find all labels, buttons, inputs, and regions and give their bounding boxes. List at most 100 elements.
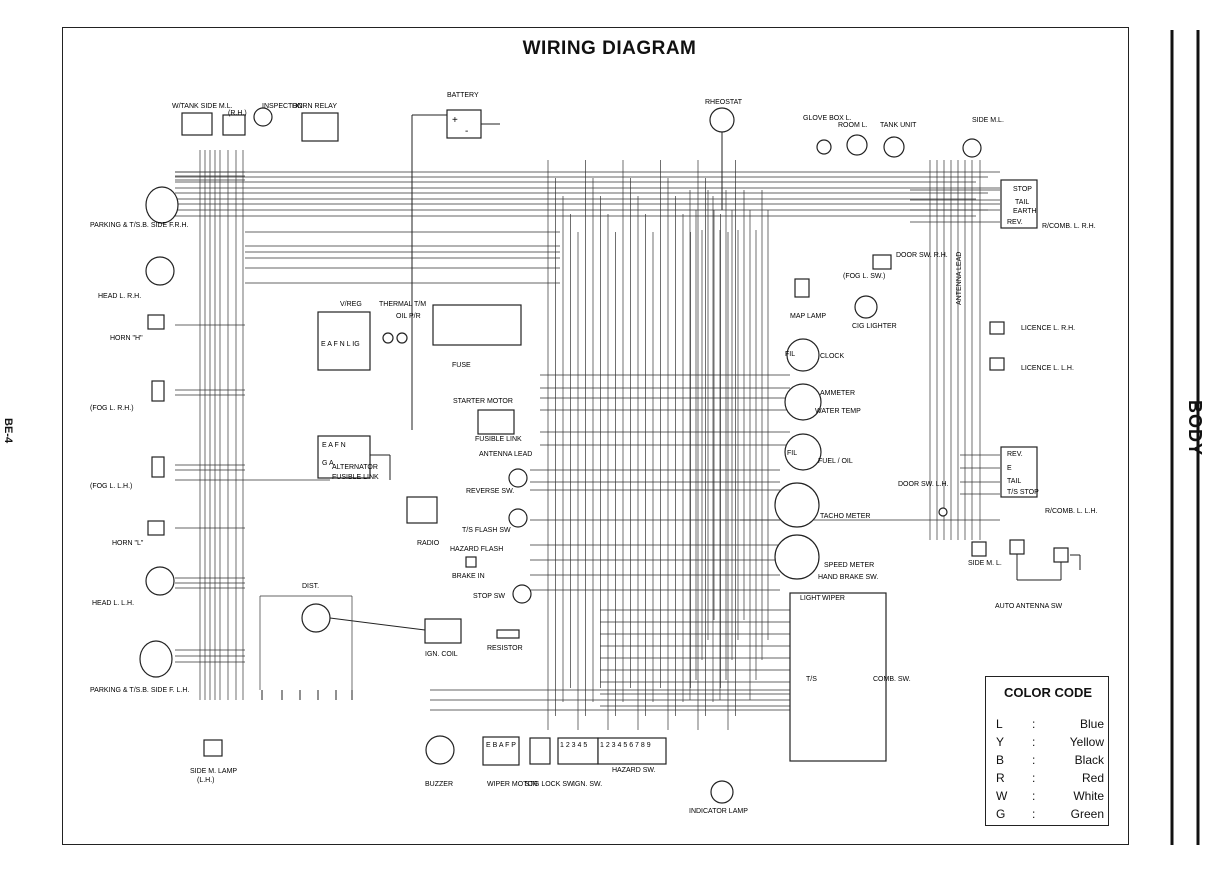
fuse-box-symbol bbox=[432, 304, 522, 346]
label-oil-pr: OIL P/R bbox=[396, 313, 421, 320]
label-hazard-flash: HAZARD FLASH bbox=[450, 546, 503, 553]
fuel-oil-symbol bbox=[784, 433, 822, 471]
ign-coil-symbol bbox=[424, 618, 462, 644]
color-code-name: Blue bbox=[1079, 717, 1104, 731]
tacho-meter-symbol bbox=[774, 482, 820, 528]
wire-harness bbox=[175, 114, 1081, 760]
color-code-letter: B bbox=[996, 753, 1005, 767]
stop-sw-symbol bbox=[512, 584, 532, 604]
label-alt-fusible-link: FUSIBLE LINK bbox=[332, 474, 379, 481]
label-thermal-tm: THERMAL T/M bbox=[379, 301, 426, 308]
label-wiper: WIPER bbox=[822, 595, 845, 602]
distributor-symbol bbox=[301, 603, 331, 633]
side-ml-lh-rear-symbol bbox=[971, 541, 987, 557]
ign-sw-symbol bbox=[557, 737, 599, 765]
ts-flash-sw-symbol bbox=[508, 508, 528, 528]
label-room-l: ROOM L. bbox=[838, 122, 868, 129]
label-r-comb-rh: R/COMB. L. R.H. bbox=[1042, 223, 1096, 230]
label-rev: REV. bbox=[1007, 219, 1023, 226]
label-buzzer: BUZZER bbox=[425, 781, 453, 788]
color-code-row: L: Blue bbox=[996, 717, 1104, 731]
label-rheostat: RHEOSTAT bbox=[705, 99, 743, 106]
label-door-sw-lh: DOOR SW. L.H. bbox=[898, 481, 949, 488]
label-hand-brake-sw: HAND BRAKE SW. bbox=[818, 574, 878, 581]
diagram-title: WIRING DIAGRAM bbox=[522, 38, 697, 59]
glove-box-lamp-symbol bbox=[816, 139, 832, 155]
label-r-comb-lh: R/COMB. L. L.H. bbox=[1045, 508, 1098, 515]
label-hazard-sw: HAZARD SW. bbox=[612, 767, 656, 774]
label-eafnlig: E A F N L IG bbox=[321, 341, 360, 348]
parking-lamp-rh-symbol bbox=[145, 186, 179, 224]
label-antenna-lead-vertical: ANTENNA LEAD bbox=[956, 252, 963, 305]
label-stg-lock-sw: STG LOCK SW. bbox=[525, 781, 575, 788]
ammeter-water-temp-symbol bbox=[784, 383, 822, 421]
label-fog-rh: (FOG L. R.H.) bbox=[90, 405, 134, 412]
label-indicator-lamp: INDICATOR LAMP bbox=[689, 808, 748, 815]
label-battery: BATTERY bbox=[447, 92, 479, 99]
w-tank-symbol bbox=[181, 112, 213, 136]
map-lamp-symbol bbox=[794, 278, 810, 298]
buzzer-symbol bbox=[425, 735, 455, 765]
label-tail: TAIL bbox=[1015, 199, 1029, 206]
side-ml-rh-symbol bbox=[962, 138, 982, 158]
label-fil: FIL bbox=[787, 450, 797, 457]
label-ts-flash-sw: T/S FLASH SW bbox=[462, 527, 511, 534]
label-alternator: ALTERNATOR bbox=[332, 464, 378, 471]
label-v-reg: V/REG bbox=[340, 301, 362, 308]
color-code-row: B: Black bbox=[996, 753, 1104, 767]
hazard-flash-symbol bbox=[465, 556, 477, 568]
wiper-motor-symbol bbox=[482, 736, 520, 766]
wire bbox=[329, 617, 426, 631]
color-code-name: Red bbox=[1081, 771, 1104, 785]
label-speed-meter: SPEED METER bbox=[824, 562, 874, 569]
color-code-letter: Y bbox=[996, 735, 1005, 749]
label-dist: DIST. bbox=[302, 583, 319, 590]
color-code-name: Green bbox=[1070, 807, 1104, 821]
alternator-symbol bbox=[317, 435, 371, 479]
diagram-frame bbox=[62, 27, 1129, 845]
horn-h-symbol bbox=[147, 314, 165, 330]
components: + - bbox=[139, 107, 1069, 804]
label-fog-l-sw: (FOG L. SW.) bbox=[843, 273, 885, 280]
horn-l-symbol bbox=[147, 520, 165, 536]
fog-lamp-rh-symbol bbox=[151, 380, 165, 402]
color-code-letter: W bbox=[996, 789, 1008, 803]
label-tank-unit: TANK UNIT bbox=[880, 122, 917, 129]
label-head-lh: HEAD L. L.H. bbox=[92, 600, 134, 607]
radio-symbol bbox=[406, 496, 438, 524]
label-rh-paren: (R.H.) bbox=[228, 110, 247, 117]
color-code-row: R: Red bbox=[996, 771, 1104, 785]
label-haz-nums: 1 2 3 4 5 6 7 8 9 bbox=[600, 742, 651, 749]
color-code-row: W: White bbox=[996, 789, 1104, 803]
horn-relay-symbol bbox=[301, 112, 339, 142]
label-clock: CLOCK bbox=[820, 353, 844, 360]
label-ebafp: E B A F P bbox=[486, 742, 516, 749]
color-code-letter: R bbox=[996, 771, 1005, 785]
label-lh-paren: (L.H.) bbox=[197, 777, 215, 784]
label-ts: T/S bbox=[806, 676, 817, 683]
label-parking-rh: PARKING & T/S.B. SIDE F.R.H. bbox=[90, 222, 189, 229]
speed-meter-symbol bbox=[774, 534, 820, 580]
hazard-sw-symbol bbox=[597, 737, 667, 765]
battery-symbol bbox=[446, 109, 482, 139]
label-e: E bbox=[1007, 465, 1012, 472]
label-water-temp: WATER TEMP bbox=[815, 408, 861, 415]
label-resistor: RESISTOR bbox=[487, 645, 523, 652]
clock-symbol bbox=[786, 338, 820, 372]
licence-rh-symbol bbox=[989, 321, 1005, 335]
color-code-row: Y: Yellow bbox=[996, 735, 1104, 749]
fog-l-sw-symbol bbox=[872, 254, 892, 270]
label-stop: STOP bbox=[1013, 186, 1032, 193]
thermal-tm-symbol bbox=[382, 332, 394, 344]
licence-lh-symbol bbox=[989, 357, 1005, 371]
label-eafn: E A F N bbox=[322, 442, 346, 449]
r-comb-rh-symbol bbox=[1000, 179, 1038, 229]
label-tacho-meter: TACHO METER bbox=[820, 513, 870, 520]
label-comb-sw: COMB. SW. bbox=[873, 676, 911, 683]
color-code-letter: L bbox=[996, 717, 1003, 731]
label-ts-stop: T/S STOP bbox=[1007, 489, 1039, 496]
label-side-m-lamp: SIDE M. LAMP bbox=[190, 768, 237, 775]
label-stop-sw: STOP SW bbox=[473, 593, 505, 600]
rheostat-symbol bbox=[709, 107, 735, 133]
